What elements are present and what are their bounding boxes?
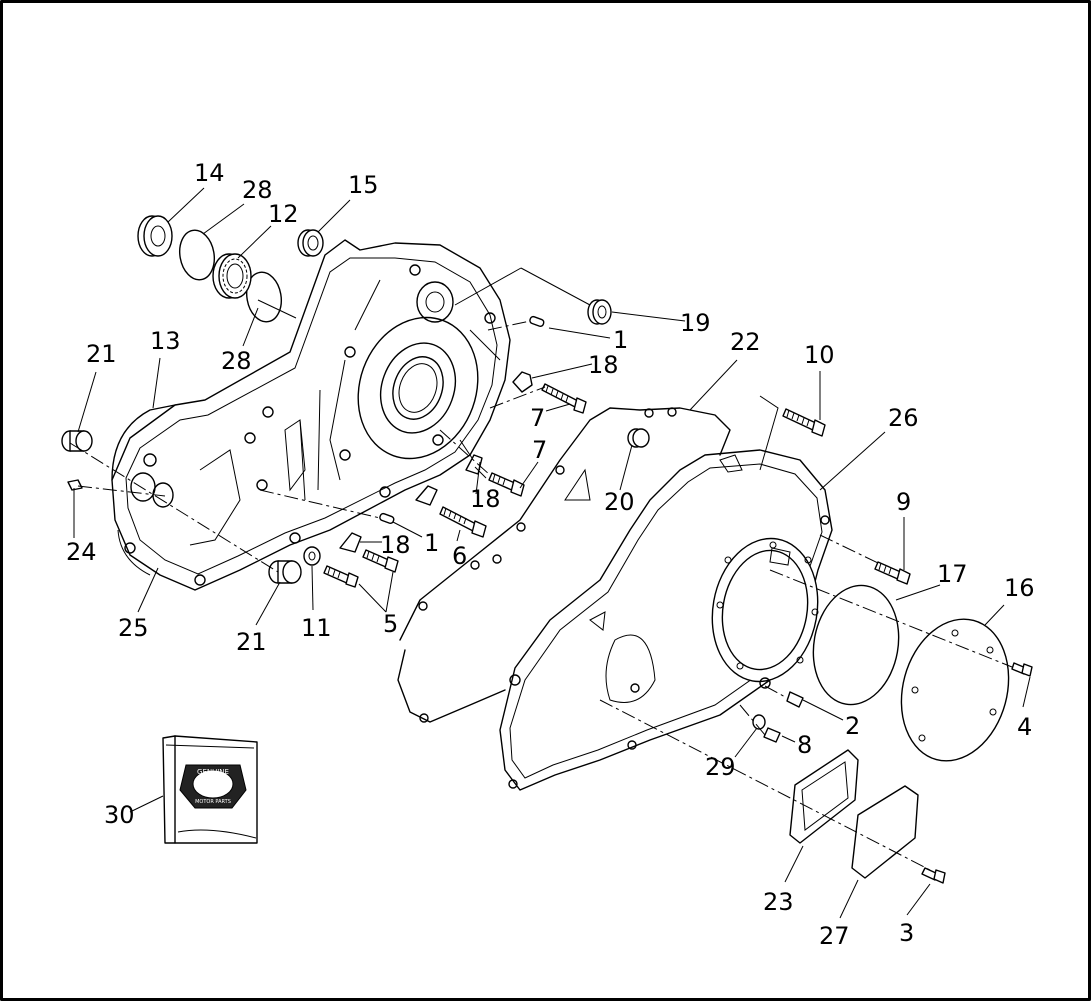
callout-10: 10 [804,341,835,369]
part-27-inspection-cover [851,785,919,879]
part-18-bracket-a [512,371,533,393]
part-1-dowel-lower [379,512,395,525]
part-29-o-ring [752,714,766,730]
callout-1-upper: 1 [613,326,628,354]
part-7-bolt-lower [488,472,525,497]
callout-9: 9 [896,488,911,516]
callout-27: 27 [819,922,850,950]
part-21-needle-bearing-lower [268,560,302,584]
part-24-fitting [67,479,83,491]
part-18-bracket-d [339,532,362,553]
callout-4: 4 [1017,713,1032,741]
logo-text-motor-parts: MOTOR PARTS [195,799,231,805]
callout-2: 2 [845,712,860,740]
callout-7-upper: 7 [530,404,545,432]
genuine-motor-parts-logo: GENUINE MOTOR PARTS [179,764,247,809]
part-5-bolt-b [362,549,399,573]
part-19-bushing [587,299,612,325]
part-23-gasket [789,749,859,844]
part-3-screw [921,867,946,884]
callout-21-lower: 21 [236,628,267,656]
part-18-bracket-c [415,485,438,506]
part-16-derby-cover [900,618,1010,762]
part-15-seal [297,229,324,257]
callout-13: 13 [150,327,181,355]
centerlines [69,320,1013,871]
callout-26: 26 [888,404,919,432]
part-28-ring-lower [246,271,282,323]
part-18-bracket-b [465,454,483,475]
callout-7-lower: 7 [532,436,547,464]
callout-19: 19 [680,309,711,337]
callout-1-lower: 1 [424,529,439,557]
leader-lines [73,187,1031,919]
callout-5: 5 [383,610,398,638]
part-7-bolt-upper [541,383,587,414]
callout-3: 3 [899,919,914,947]
part-9-screw [874,561,911,585]
part-10-screw [782,408,826,437]
outer-primary-cover [499,449,833,791]
callout-22: 22 [730,328,761,356]
callout-14: 14 [194,159,225,187]
part-1-dowel-upper [529,315,545,328]
callout-11: 11 [301,614,332,642]
callout-12: 12 [268,200,299,228]
part-5-bolt-a [323,565,359,588]
callout-21-upper: 21 [86,340,117,368]
callout-20: 20 [604,488,635,516]
callout-28-lower: 28 [221,347,252,375]
part-11-washer [303,546,321,566]
callout-29: 29 [705,753,736,781]
part-2-plug [786,691,804,708]
inner-primary-housing [111,239,511,591]
callout-30: 30 [104,801,135,829]
callout-24: 24 [66,538,97,566]
callout-25: 25 [118,614,149,642]
callout-28-upper: 28 [242,176,273,204]
part-12-ball-bearing [212,253,252,299]
part-8-plug [763,727,781,743]
callout-23: 23 [763,888,794,916]
callout-labels: 14 28 12 15 28 19 1 18 22 10 21 13 7 7 2… [66,159,1035,950]
primary-gasket [397,407,731,723]
callout-17: 17 [937,560,968,588]
callout-18-upper: 18 [588,351,619,379]
logo-text-genuine: GENUINE [197,768,229,776]
part-20-dowel [627,428,650,448]
part-6-screw [439,506,487,538]
callout-6: 6 [452,542,467,570]
part-14-bearing [137,215,173,257]
callout-18-middle: 18 [470,485,501,513]
callout-8: 8 [797,731,812,759]
part-28-ring-upper [179,229,215,281]
part-30-parts-box: GENUINE MOTOR PARTS [162,735,258,844]
part-4-screw [1011,662,1033,677]
callout-18-lower: 18 [380,531,411,559]
part-21-needle-bearing-upper [61,430,93,452]
callout-15: 15 [348,171,379,199]
part-17-o-ring [812,584,900,706]
callout-16: 16 [1004,574,1035,602]
